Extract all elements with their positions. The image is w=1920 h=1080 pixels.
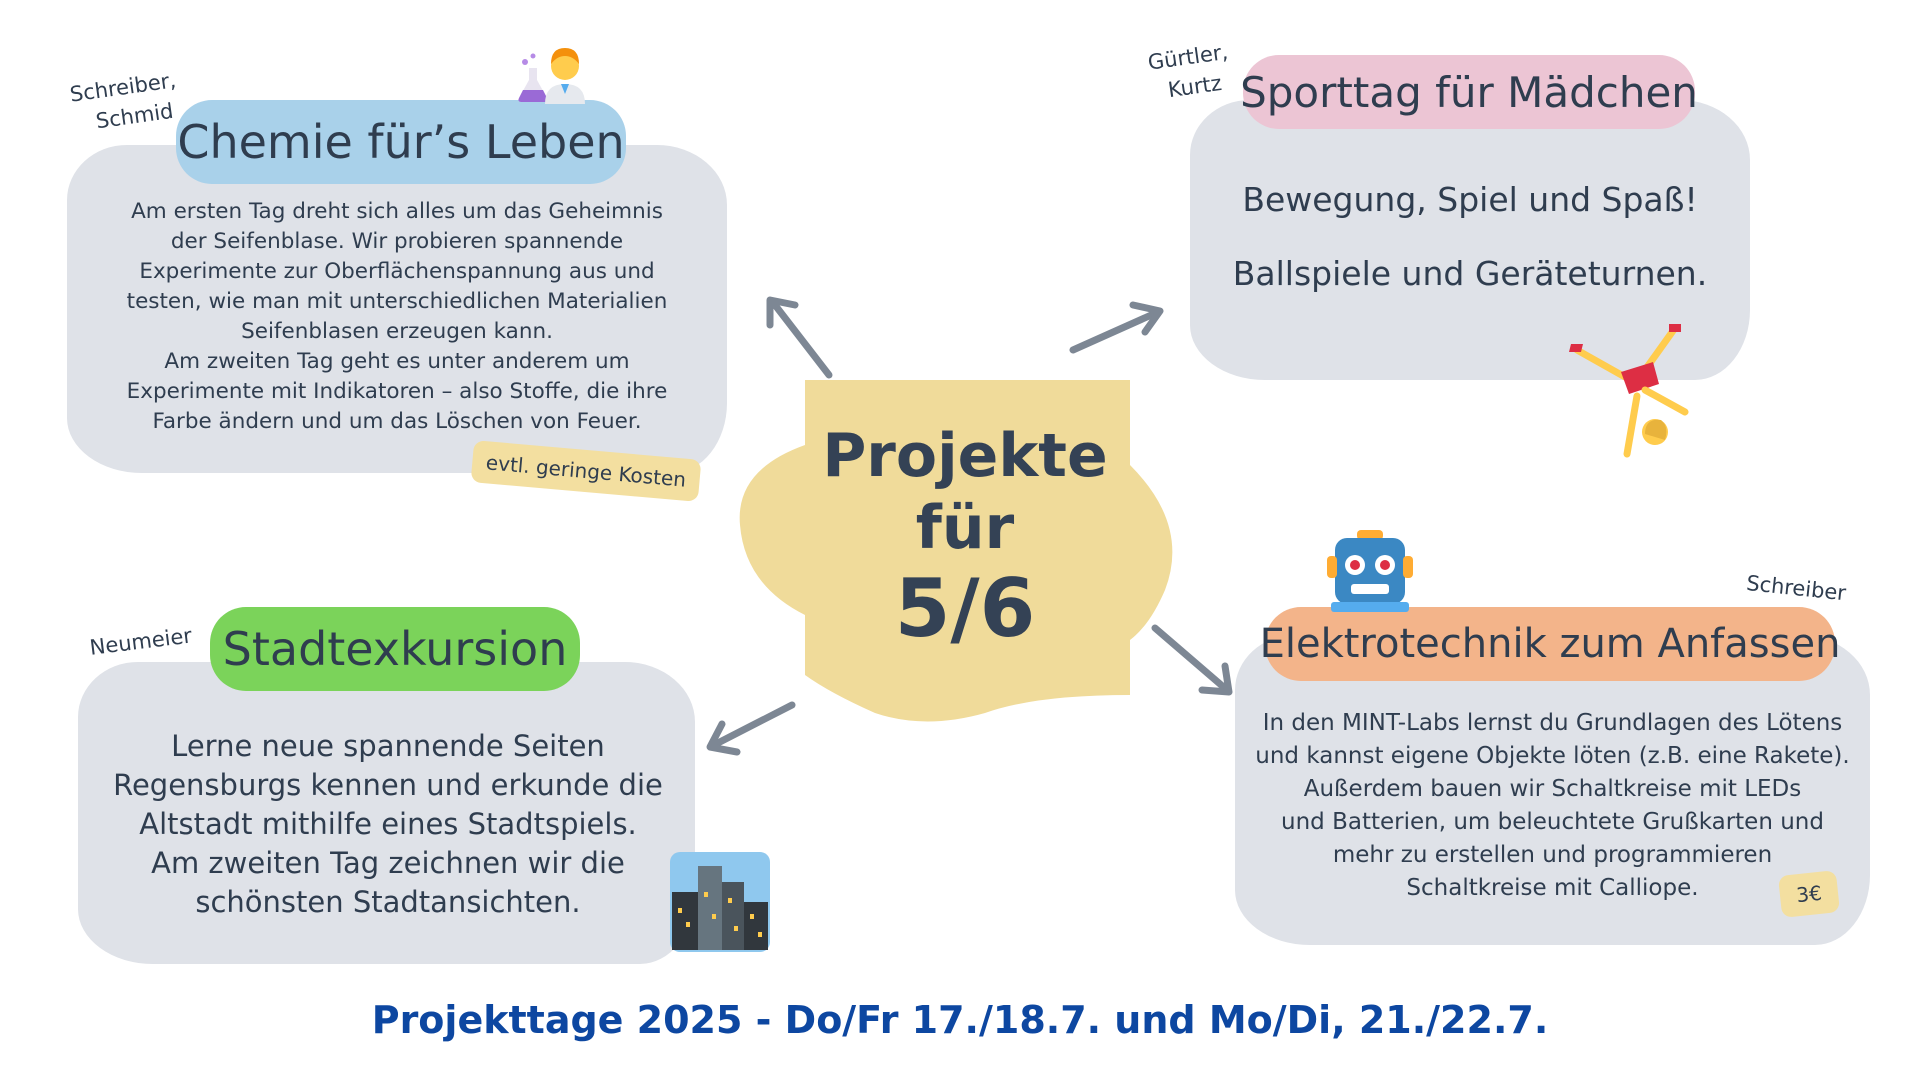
elektro-description: In den MINT-Labs lernst du Grundlagen de… [1240,707,1865,905]
sport-title-pill: Sporttag für Mädchen [1240,55,1698,129]
chemie-title-pill: Chemie für’s Leben [176,100,626,184]
scientist-icon [518,48,585,104]
sport-description: Bewegung, Spiel und Spaß! Ballspiele und… [1200,180,1740,293]
chemie-line: der Seifenblase. Wir probieren spannende [170,229,624,254]
center-blob [739,380,1173,722]
stadt-line: Am zweiten Tag zeichnen wir die [151,846,625,880]
arrow-to-chemie [766,296,833,379]
elektro-line: und Batterien, um beleuchtete Grußkarten… [1281,809,1824,835]
chemie-card [67,145,727,473]
sport-authors: Gürtler, Kurtz [1146,37,1234,108]
elektro-title-pill: Elektrotechnik zum Anfassen [1260,607,1840,681]
footer-text: Projekttage 2025 - Do/Fr 17./18.7. und M… [371,998,1549,1042]
elektro-line: In den MINT-Labs lernst du Grundlagen de… [1262,710,1843,736]
elektro-cost-label: 3€ [1795,880,1823,908]
elektro-line: Schaltkreise mit Calliope. [1406,875,1699,901]
elektro-line: Außerdem bauen wir Schaltkreise mit LEDs [1303,776,1802,802]
sport-line: Bewegung, Spiel und Spaß! [1242,180,1698,219]
center-title-line3: 5/6 [894,562,1036,655]
chemie-line: Experimente mit Indikatoren – also Stoff… [126,379,668,404]
stadt-card [78,662,695,964]
stadt-line: Altstadt mithilfe eines Stadtspiels. [139,807,637,841]
center-title-line1: Projekte [822,421,1108,491]
chemie-line: Experimente zur Oberflächenspannung aus … [139,259,655,284]
arrow-to-elektro [1151,624,1233,696]
chemie-line: Seifenblasen erzeugen kann. [241,319,553,344]
elektro-line: mehr zu erstellen und programmieren [1332,842,1773,868]
stadt-line: schönsten Stadtansichten. [195,885,581,919]
footer-dates: Projekttage 2025 - Do/Fr 17./18.7. und M… [0,998,1920,1042]
chemie-line: Farbe ändern und um das Löschen von Feue… [152,409,642,434]
sport-title: Sporttag für Mädchen [1240,67,1698,117]
cartwheel-icon [1569,324,1689,458]
chemie-description: Am ersten Tag dreht sich alles um das Ge… [97,197,697,437]
stadt-title: Stadtexkursion [222,622,568,676]
stadt-line: Lerne neue spannende Seiten [171,729,605,763]
center-title-line2: für [915,493,1015,563]
elektro-line: und kannst eigene Objekte löten (z.B. ei… [1255,743,1850,769]
stadt-title-pill: Stadtexkursion [210,607,580,691]
chemie-line: Am zweiten Tag geht es unter anderem um [164,349,630,374]
elektro-cost-tag: 3€ [1777,870,1841,918]
chemie-line: testen, wie man mit unterschiedlichen Ma… [126,289,668,314]
elektro-title: Elektrotechnik zum Anfassen [1259,621,1841,667]
sport-line: Ballspiele und Geräteturnen. [1232,254,1708,293]
arrow-to-sport [1069,301,1164,354]
sport-card [1190,100,1750,380]
elektro-card [1235,635,1870,945]
chemie-cost-label: evtl. geringe Kosten [484,450,687,492]
arrow-to-stadt [706,701,796,756]
cityscape-icon [670,852,770,952]
stadt-description: Lerne neue spannende Seiten Regensburgs … [88,727,688,922]
chemie-title: Chemie für’s Leben [177,115,625,169]
robot-icon [1327,530,1413,612]
center-title: Projekte für 5/6 [800,420,1130,654]
stadt-line: Regensburgs kennen und erkunde die [113,768,663,802]
chemie-line: Am ersten Tag dreht sich alles um das Ge… [131,199,663,224]
